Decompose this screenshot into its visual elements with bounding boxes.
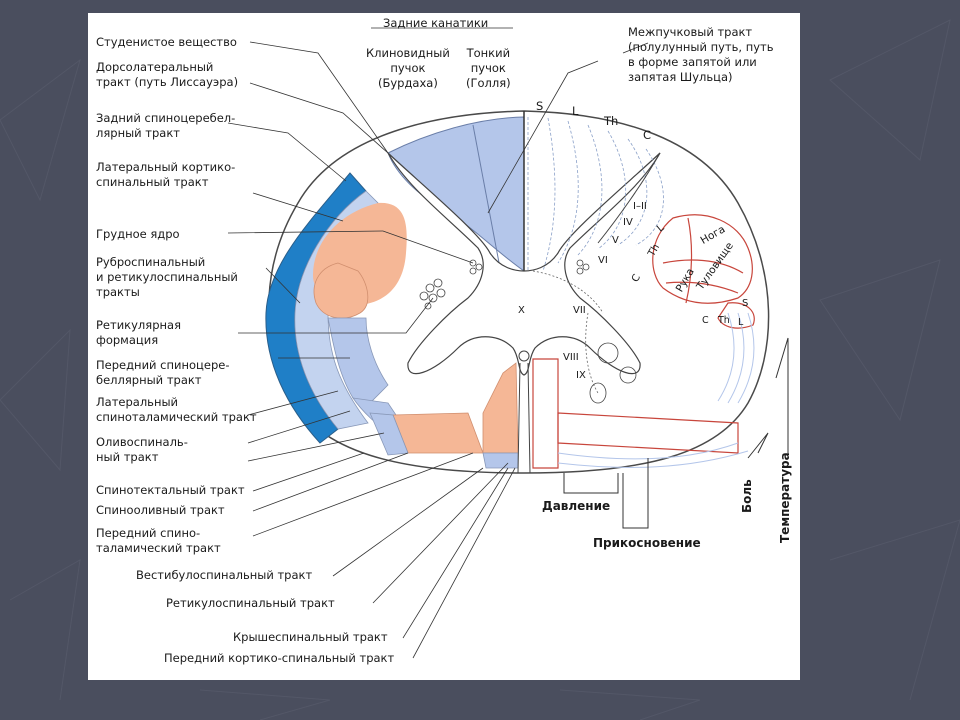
label-post-spinocerebellar: Задний спиноцеребел- лярный тракт [96,111,236,140]
lamina-i-ii: I–II [633,201,647,212]
label-temperature: Температура [778,452,792,543]
lamina-boundaries [532,270,604,394]
label-spino-olivary: Спинооливный тракт [96,503,225,517]
segment-c: C [643,128,652,142]
segment-th: Th [604,114,619,128]
left-leader-lines [227,41,516,659]
label-gelatinosa: Студенистое вещество [96,35,237,49]
lamina-viii: VIII [563,352,579,363]
thoracic-nucleus [469,259,483,275]
gray-matter [387,152,661,376]
cuneate-label: Клиновидный пучок (Бурдаха) [366,46,450,90]
spinal-cord-cross-section [227,27,789,659]
reticular-formation [419,278,446,310]
central-canal [518,350,530,362]
lamina-vi: VI [598,255,608,266]
somatotopy-c-small: C [702,315,709,326]
label-touch: Прикосновение [593,536,701,550]
ventral-salmon-right [482,362,519,454]
diagram-panel: Задние канатики Клиновидный пучок (Бурда… [88,13,800,680]
lamina-x: X [518,305,525,316]
top-leader-lines [371,27,649,214]
label-ant-corticospinal: Передний кортико-спинальный тракт [164,651,395,665]
segment-l: L [572,104,579,118]
right-leader-lines [563,337,789,529]
label-lissauer: Дорсолатеральный тракт (путь Лиссауэра) [96,60,239,89]
lamina-vii: VII [573,305,586,316]
label-pressure: Давление [542,499,611,513]
label-lat-corticospinal: Латеральный кортико- спинальный тракт [96,160,236,189]
label-rubro-reticulo: Руброспинальный и ретикулоспинальный тра… [96,255,238,299]
right-dorsal-horn-edge [597,152,661,244]
dorsal-columns-label: Задние канатики [383,16,489,30]
label-olivospinal: Оливоспиналь- ный тракт [96,435,188,464]
label-pain: Боль [740,479,754,513]
label-ant-spinocerebellar: Передний спиноцере- беллярный тракт [96,358,230,387]
cuneate-fasciculus [387,116,525,272]
label-reticular-formation: Ретикулярная формация [96,318,181,347]
ventral-horn-motor-nuclei [589,342,637,404]
label-vestibulospinal: Вестибулоспинальный тракт [136,568,313,582]
somatotopy-th-small: Th [718,315,730,326]
right-lateral-tracts [557,312,755,468]
label-thoracic-nucleus: Грудное ядро [96,227,180,241]
label-spinotectal: Спинотектальный тракт [96,483,245,497]
cuneate-gracile-border [472,124,501,269]
ventral-light-blue-right [482,452,519,469]
label-reticulospinal: Ретикулоспинальный тракт [166,596,335,610]
right-nucleus-dots [576,259,590,275]
interfascicular-label: Межпучковый тракт (полулунный путь, путь… [628,25,774,84]
lamina-iv: IV [623,217,633,228]
somatotopy-region [532,214,755,469]
gracile-label: Тонкий пучок (Голля) [466,46,511,90]
label-lat-spinothalamic: Латеральный спиноталамический тракт [96,395,257,424]
somatotopy-s: S [742,298,749,309]
lamina-ix: IX [576,370,586,381]
segment-s: S [536,99,544,113]
label-tectospinal: Крышеспинальный тракт [233,630,388,644]
lamina-v: V [612,235,619,246]
label-ant-spinothalamic: Передний спино- таламический тракт [96,526,221,555]
somatotopy-l-small: L [738,317,744,328]
ventral-fissure [517,362,531,474]
ventral-salmon-left [392,412,484,454]
